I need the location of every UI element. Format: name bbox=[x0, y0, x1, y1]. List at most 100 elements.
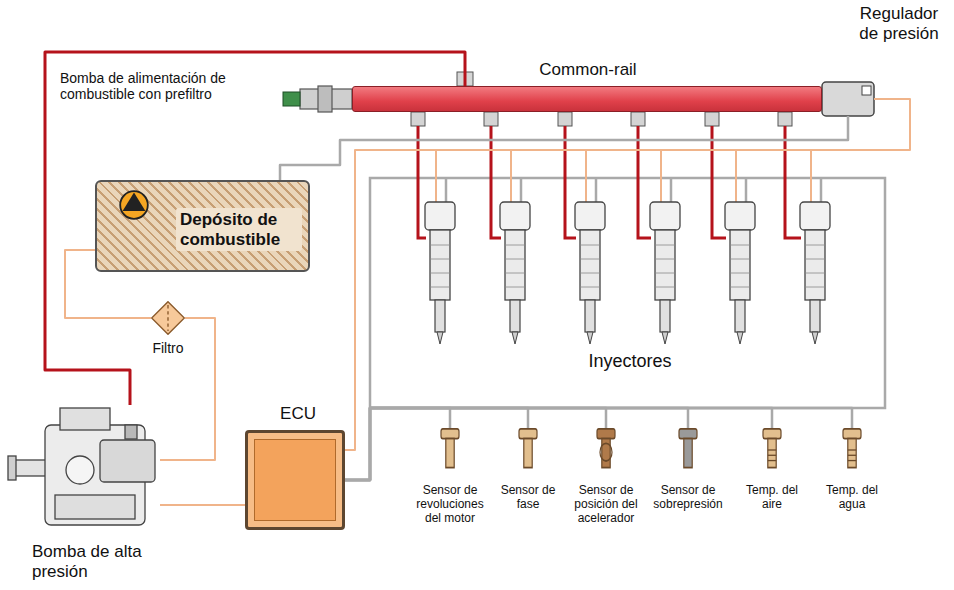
injector-ring bbox=[580, 273, 600, 274]
node-heading: Sensor de fase bbox=[491, 484, 565, 512]
pump-flange bbox=[66, 456, 94, 484]
pump-base bbox=[55, 495, 135, 519]
node-heading: Filtro bbox=[138, 340, 198, 356]
sensor: Sensor de sobrepresión bbox=[673, 428, 703, 472]
sensor-thread bbox=[848, 460, 856, 461]
sensor: Temp. del aire bbox=[757, 428, 787, 472]
pump-triangle bbox=[123, 192, 146, 211]
sensor-body bbox=[446, 439, 454, 468]
node-heading: Sensor de sobrepresión bbox=[651, 484, 725, 512]
injector-wire bbox=[445, 178, 448, 202]
rail-outlet bbox=[558, 112, 572, 126]
node-heading: Bomba de alimentación de combustible con… bbox=[60, 70, 248, 102]
injector-ring bbox=[505, 245, 525, 246]
injector-pipe bbox=[785, 126, 801, 238]
sensor-head bbox=[441, 429, 459, 439]
connector-line bbox=[345, 408, 528, 480]
injector-ring bbox=[805, 245, 825, 246]
injector-connector bbox=[575, 202, 605, 230]
connector-line bbox=[345, 408, 772, 480]
injector-ring bbox=[730, 259, 750, 260]
shape-outline bbox=[513, 428, 543, 472]
sensor-wire-frame bbox=[370, 178, 885, 408]
connector-line bbox=[280, 116, 848, 180]
shape-outline bbox=[435, 428, 465, 472]
shape-outline bbox=[757, 428, 787, 472]
injector-body bbox=[430, 230, 450, 300]
node-heading: Regulador de presión bbox=[852, 4, 946, 43]
rail-outlet bbox=[705, 112, 719, 126]
fuel-filter: Filtro bbox=[151, 301, 185, 335]
sensor: Sensor de fase bbox=[513, 428, 543, 472]
rail-outlet bbox=[631, 112, 645, 126]
injector-body bbox=[505, 230, 525, 300]
injector-ring bbox=[430, 273, 450, 274]
injector-ring bbox=[655, 259, 675, 260]
rail-outlet bbox=[411, 112, 425, 126]
common-rail-bar: Common-rail bbox=[352, 86, 822, 112]
sensor: Sensor de revoluciones del motor bbox=[435, 428, 465, 472]
fuel-tank: Depósito de combustibleBomba de alimenta… bbox=[95, 180, 310, 272]
sensor-thread bbox=[848, 455, 856, 456]
pump-valve-block bbox=[100, 440, 155, 482]
node-heading: Temp. del aire bbox=[735, 484, 809, 512]
injector-nozzle-holder bbox=[585, 300, 595, 332]
injector-ring bbox=[580, 287, 600, 288]
injector-connector bbox=[725, 202, 755, 230]
connector-line bbox=[345, 408, 688, 480]
shape-outline bbox=[837, 428, 867, 472]
sensor-wheel bbox=[600, 443, 612, 461]
injector-ring bbox=[580, 245, 600, 246]
injector-ring bbox=[730, 273, 750, 274]
shape-outline bbox=[673, 428, 703, 472]
pump-shaft bbox=[12, 460, 48, 476]
injector-body bbox=[805, 230, 825, 300]
high-pressure-pump bbox=[8, 408, 155, 525]
sensor-head bbox=[843, 429, 861, 439]
sensor-head bbox=[679, 429, 697, 439]
injector-ring bbox=[505, 287, 525, 288]
injector-ring bbox=[805, 273, 825, 274]
sensor-body bbox=[768, 439, 776, 468]
shape-outline bbox=[119, 190, 149, 220]
rail-pressure-sensor bbox=[283, 92, 300, 106]
node-heading: ECU bbox=[248, 404, 348, 424]
pressure-regulator: Regulador de presión bbox=[822, 82, 874, 116]
injector-ring bbox=[805, 287, 825, 288]
injector-nozzle-holder bbox=[435, 300, 445, 332]
connector-line bbox=[160, 504, 245, 506]
sensor-thread bbox=[768, 455, 776, 456]
sensor: Temp. del agua bbox=[837, 428, 867, 472]
injector-body bbox=[580, 230, 600, 300]
injector-tip bbox=[662, 332, 668, 344]
injector-ring bbox=[430, 259, 450, 260]
injector-ring bbox=[655, 245, 675, 246]
filter-diamond bbox=[152, 302, 185, 335]
connector-line bbox=[345, 99, 910, 450]
sensor-thread bbox=[768, 449, 776, 450]
injector-tip bbox=[812, 332, 818, 344]
rail-outlet bbox=[778, 112, 792, 126]
injector-ring bbox=[580, 259, 600, 260]
injector-nozzle-holder bbox=[660, 300, 670, 332]
pump-circle bbox=[120, 191, 148, 219]
injector-ring bbox=[430, 287, 450, 288]
injector-connector bbox=[500, 202, 530, 230]
pressure-regulator-body bbox=[822, 82, 874, 116]
injector-ring bbox=[730, 245, 750, 246]
injector-connector bbox=[800, 202, 830, 230]
injector-pipe bbox=[638, 126, 651, 238]
injector-connector bbox=[650, 202, 680, 230]
sensor-body bbox=[848, 439, 856, 468]
injector-body bbox=[655, 230, 675, 300]
injector-nozzle-holder bbox=[510, 300, 520, 332]
rail-end-nut bbox=[318, 86, 332, 112]
injector-tip bbox=[737, 332, 743, 344]
connector-line bbox=[345, 408, 450, 480]
sensor-head bbox=[763, 429, 781, 439]
injector-ring bbox=[730, 287, 750, 288]
rail-outlet bbox=[484, 112, 498, 126]
injectors bbox=[411, 112, 830, 344]
